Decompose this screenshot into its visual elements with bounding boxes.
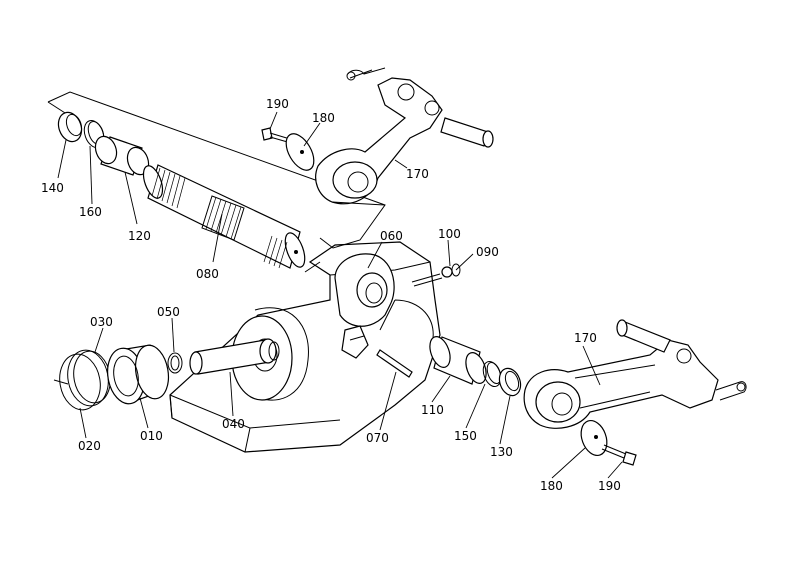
part-010-hub	[107, 344, 170, 405]
label-050: 050	[157, 305, 180, 319]
part-060-shift-fork	[334, 253, 395, 359]
label-160: 160	[79, 205, 102, 219]
part-190-bolt-upper	[261, 127, 301, 146]
label-190-lower: 190	[598, 479, 621, 493]
part-180-washer-upper	[285, 133, 315, 171]
part-170-lower-arm	[523, 339, 719, 429]
label-060: 060	[380, 229, 403, 243]
part-pin-lower	[616, 319, 671, 353]
part-090-bolt	[411, 266, 453, 287]
part-170-upper-arm	[315, 77, 443, 206]
part-110-bushing	[429, 336, 487, 385]
label-070: 070	[366, 431, 389, 445]
part-pin-upper	[440, 117, 494, 148]
label-100: 100	[438, 227, 461, 241]
part-labels: 140 160 120 080 190 180 170 060 100 090 …	[41, 97, 621, 493]
label-190-upper: 190	[266, 97, 289, 111]
part-020-ring	[53, 353, 101, 411]
label-170-upper: 170	[406, 167, 429, 181]
label-140: 140	[41, 181, 64, 195]
label-080: 080	[196, 267, 219, 281]
part-190-bolt-lower	[601, 444, 637, 466]
label-030: 030	[90, 315, 113, 329]
label-150: 150	[454, 429, 477, 443]
leader-lines	[57, 111, 623, 479]
part-070-roll-pin	[376, 349, 413, 378]
label-090: 090	[476, 245, 499, 259]
label-020: 020	[78, 439, 101, 453]
cotter-pin-lower	[715, 381, 747, 401]
part-100-washer	[451, 263, 461, 277]
part-050-o-ring	[167, 352, 183, 374]
label-180-upper: 180	[312, 111, 335, 125]
part-140-ring	[57, 111, 83, 143]
part-130-ring	[498, 367, 522, 397]
part-040-shaft	[189, 338, 280, 375]
cotter-pin-upper	[346, 67, 386, 81]
part-080-spline-shaft	[142, 164, 306, 269]
label-180-lower: 180	[540, 479, 563, 493]
label-010: 010	[140, 429, 163, 443]
label-120: 120	[128, 229, 151, 243]
part-150-snap-ring	[482, 360, 502, 388]
label-170-lower: 170	[574, 331, 597, 345]
label-040: 040	[222, 417, 245, 431]
label-130: 130	[490, 445, 513, 459]
part-120-bushing	[94, 135, 150, 176]
label-110: 110	[421, 403, 444, 417]
part-180-washer-lower	[580, 419, 608, 457]
